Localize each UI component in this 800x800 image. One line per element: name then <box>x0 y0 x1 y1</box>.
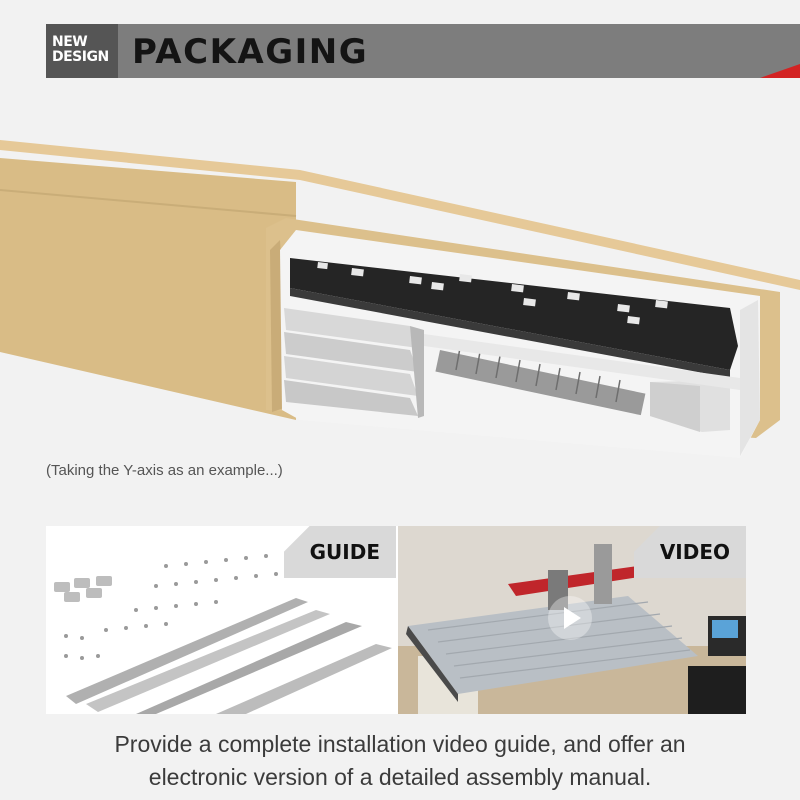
footer-line-1: Provide a complete installation video gu… <box>114 731 686 757</box>
resources-panels: GUIDE VIDEO <box>46 526 746 714</box>
stacked-plates <box>284 308 424 418</box>
section-header: NEW DESIGN PACKAGING <box>46 24 800 78</box>
aluminum-rails <box>66 598 392 714</box>
footer-description: Provide a complete installation video gu… <box>0 728 800 794</box>
black-aluminum-profile <box>290 258 738 370</box>
footer-line-2: electronic version of a detailed assembl… <box>148 764 652 790</box>
assembly-parts-illustration <box>54 552 392 714</box>
section-title: PACKAGING <box>132 32 369 72</box>
video-tab-label: VIDEO <box>633 526 746 578</box>
play-button[interactable] <box>548 596 592 640</box>
badge-line-1: NEW <box>52 34 88 50</box>
illustration-caption: (Taking the Y-axis as an example...) <box>46 462 283 479</box>
guide-panel[interactable]: GUIDE <box>46 526 396 714</box>
cnc-bed <box>408 596 698 694</box>
badge-line-2: DESIGN <box>52 49 109 65</box>
video-panel[interactable]: VIDEO <box>398 526 746 714</box>
ball-screw <box>435 350 646 416</box>
red-accent-shape <box>760 64 800 78</box>
carton-top-face <box>0 140 800 290</box>
packaging-illustration <box>0 140 800 458</box>
new-design-badge: NEW DESIGN <box>46 24 118 78</box>
guide-tab-label: GUIDE <box>283 526 396 578</box>
carton-box <box>0 158 296 420</box>
